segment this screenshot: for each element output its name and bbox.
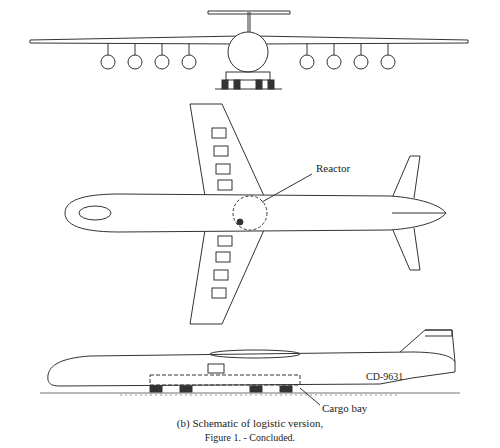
top-tailplane	[392, 156, 420, 198]
top-cockpit	[79, 206, 111, 220]
top-tailplane	[392, 228, 420, 270]
reactor-outline	[233, 196, 267, 230]
front-landing-gear	[215, 72, 282, 89]
reactor-leader	[262, 174, 312, 202]
side-hump	[210, 350, 300, 358]
figure-label: Figure 1. - Concluded.	[205, 432, 295, 444]
reactor-marker	[237, 219, 243, 225]
figure-number: CD-9631	[366, 371, 403, 383]
front-view	[30, 11, 468, 89]
side-view	[40, 330, 460, 405]
top-view	[65, 104, 446, 324]
side-tailplane	[425, 330, 452, 336]
top-engines	[212, 128, 232, 298]
side-fuselage	[48, 352, 455, 386]
top-fin	[392, 213, 446, 214]
front-fin	[248, 12, 249, 32]
front-fuselage	[228, 32, 268, 72]
front-tailplane	[208, 11, 290, 14]
front-fin	[250, 12, 251, 32]
part-label: Reactor	[316, 162, 350, 175]
front-engines	[101, 43, 395, 69]
part-label: Cargo bay	[322, 402, 367, 415]
side-landing-gear	[40, 386, 460, 395]
side-engine	[208, 364, 224, 373]
cargo-bay-outline	[150, 375, 300, 385]
figure-caption: (b) Schematic of logistic version,	[177, 417, 323, 430]
top-fuselage	[65, 194, 446, 232]
cargo-bay-leader	[300, 388, 320, 405]
top-wing	[190, 104, 264, 196]
top-wing	[190, 230, 264, 324]
